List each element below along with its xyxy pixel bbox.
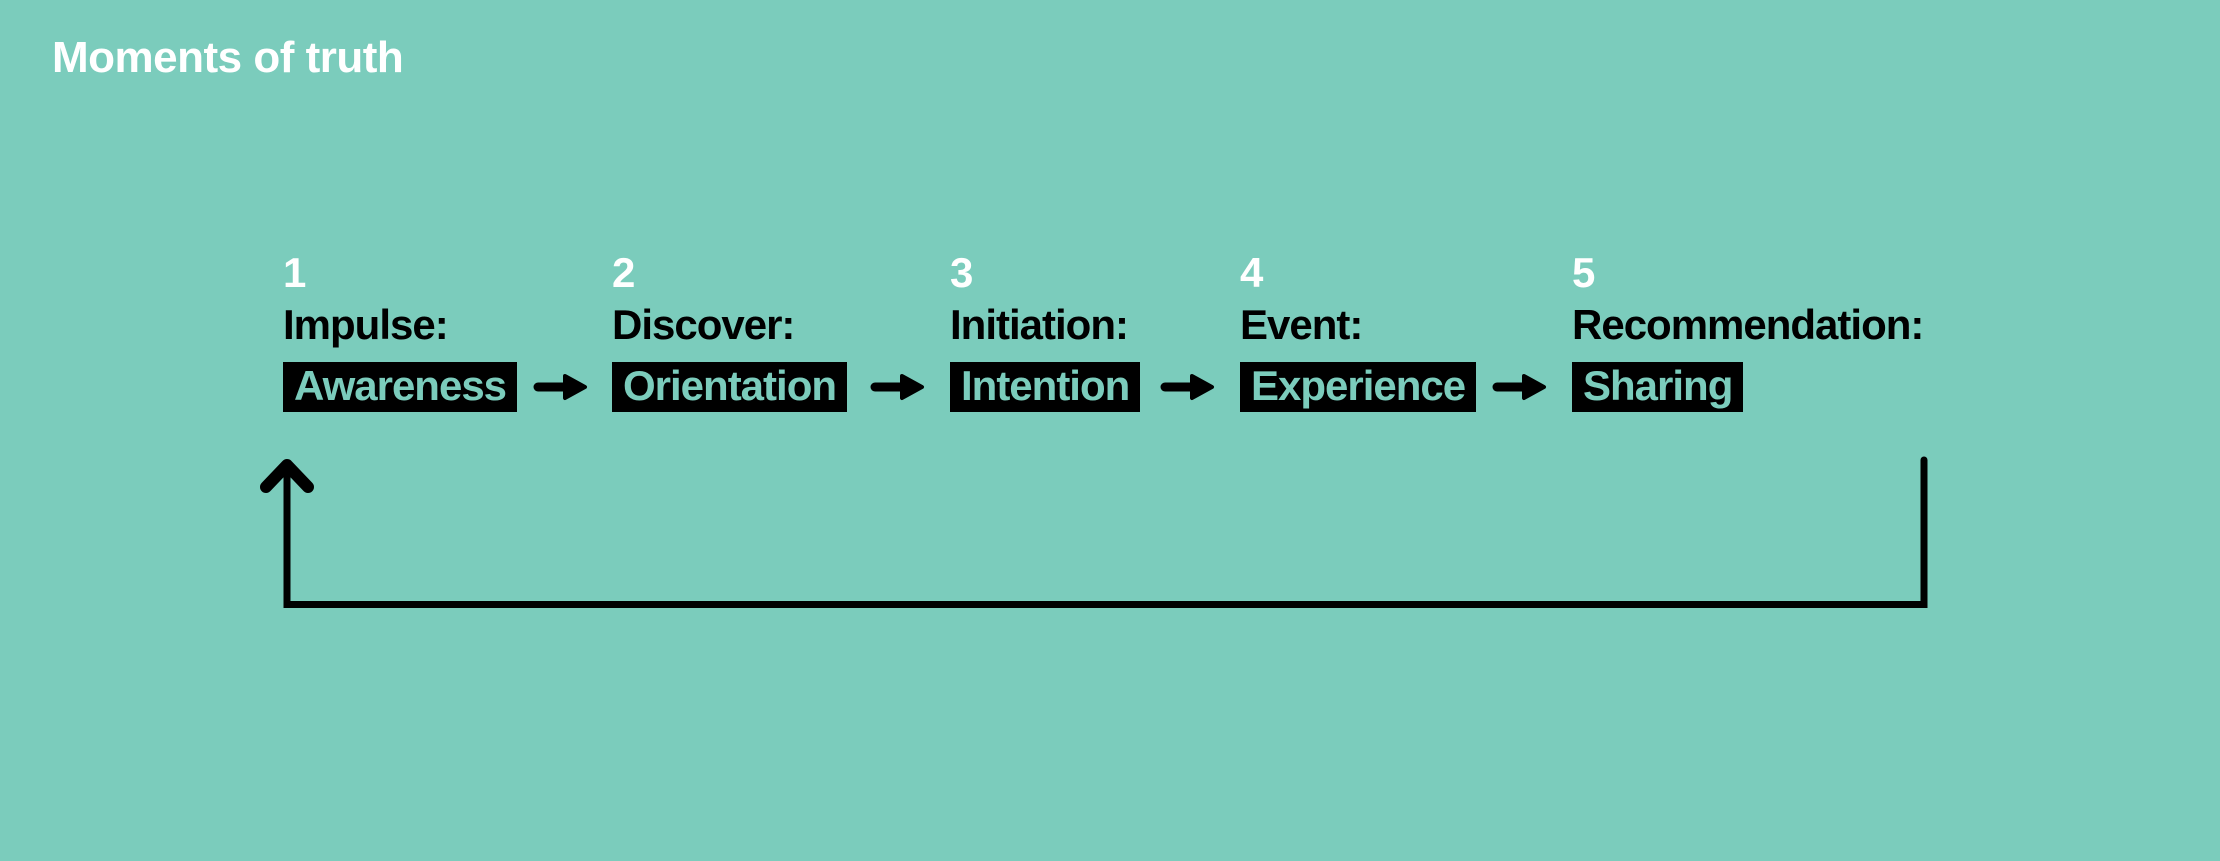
stage-event: 4 Event: Experience (1240, 249, 1477, 412)
feedback-loop-arrow-icon (260, 456, 1928, 608)
stage-label: Discover: (612, 301, 795, 348)
moment-box-orientation: Orientation (612, 362, 848, 412)
stage-label: Initiation: (950, 301, 1129, 348)
right-arrow-icon (1492, 374, 1546, 400)
stage-number: 1 (283, 249, 306, 296)
page-title: Moments of truth (52, 33, 404, 82)
stage-number: 2 (612, 249, 635, 296)
stage-number: 4 (1240, 249, 1263, 296)
moment-box-experience: Experience (1240, 362, 1477, 412)
moment-box-sharing: Sharing (1572, 362, 1744, 412)
stage-number: 5 (1572, 249, 1595, 296)
stage-initiation: 3 Initiation: Intention (950, 249, 1141, 412)
stage-discover: 2 Discover: Orientation (612, 249, 848, 412)
stage-label: Event: (1240, 301, 1363, 348)
stage-recommendation: 5 Recommendation: Sharing (1572, 249, 1924, 412)
right-arrow-icon (870, 374, 924, 400)
right-arrow-icon (1160, 374, 1214, 400)
stage-number: 3 (950, 249, 973, 296)
moment-box-awareness: Awareness (283, 362, 518, 412)
stage-label: Impulse: (283, 301, 449, 348)
right-arrow-icon (533, 374, 587, 400)
stage-impulse: 1 Impulse: Awareness (283, 249, 518, 412)
moment-box-intention: Intention (950, 362, 1141, 412)
stage-label: Recommendation: (1572, 301, 1924, 348)
